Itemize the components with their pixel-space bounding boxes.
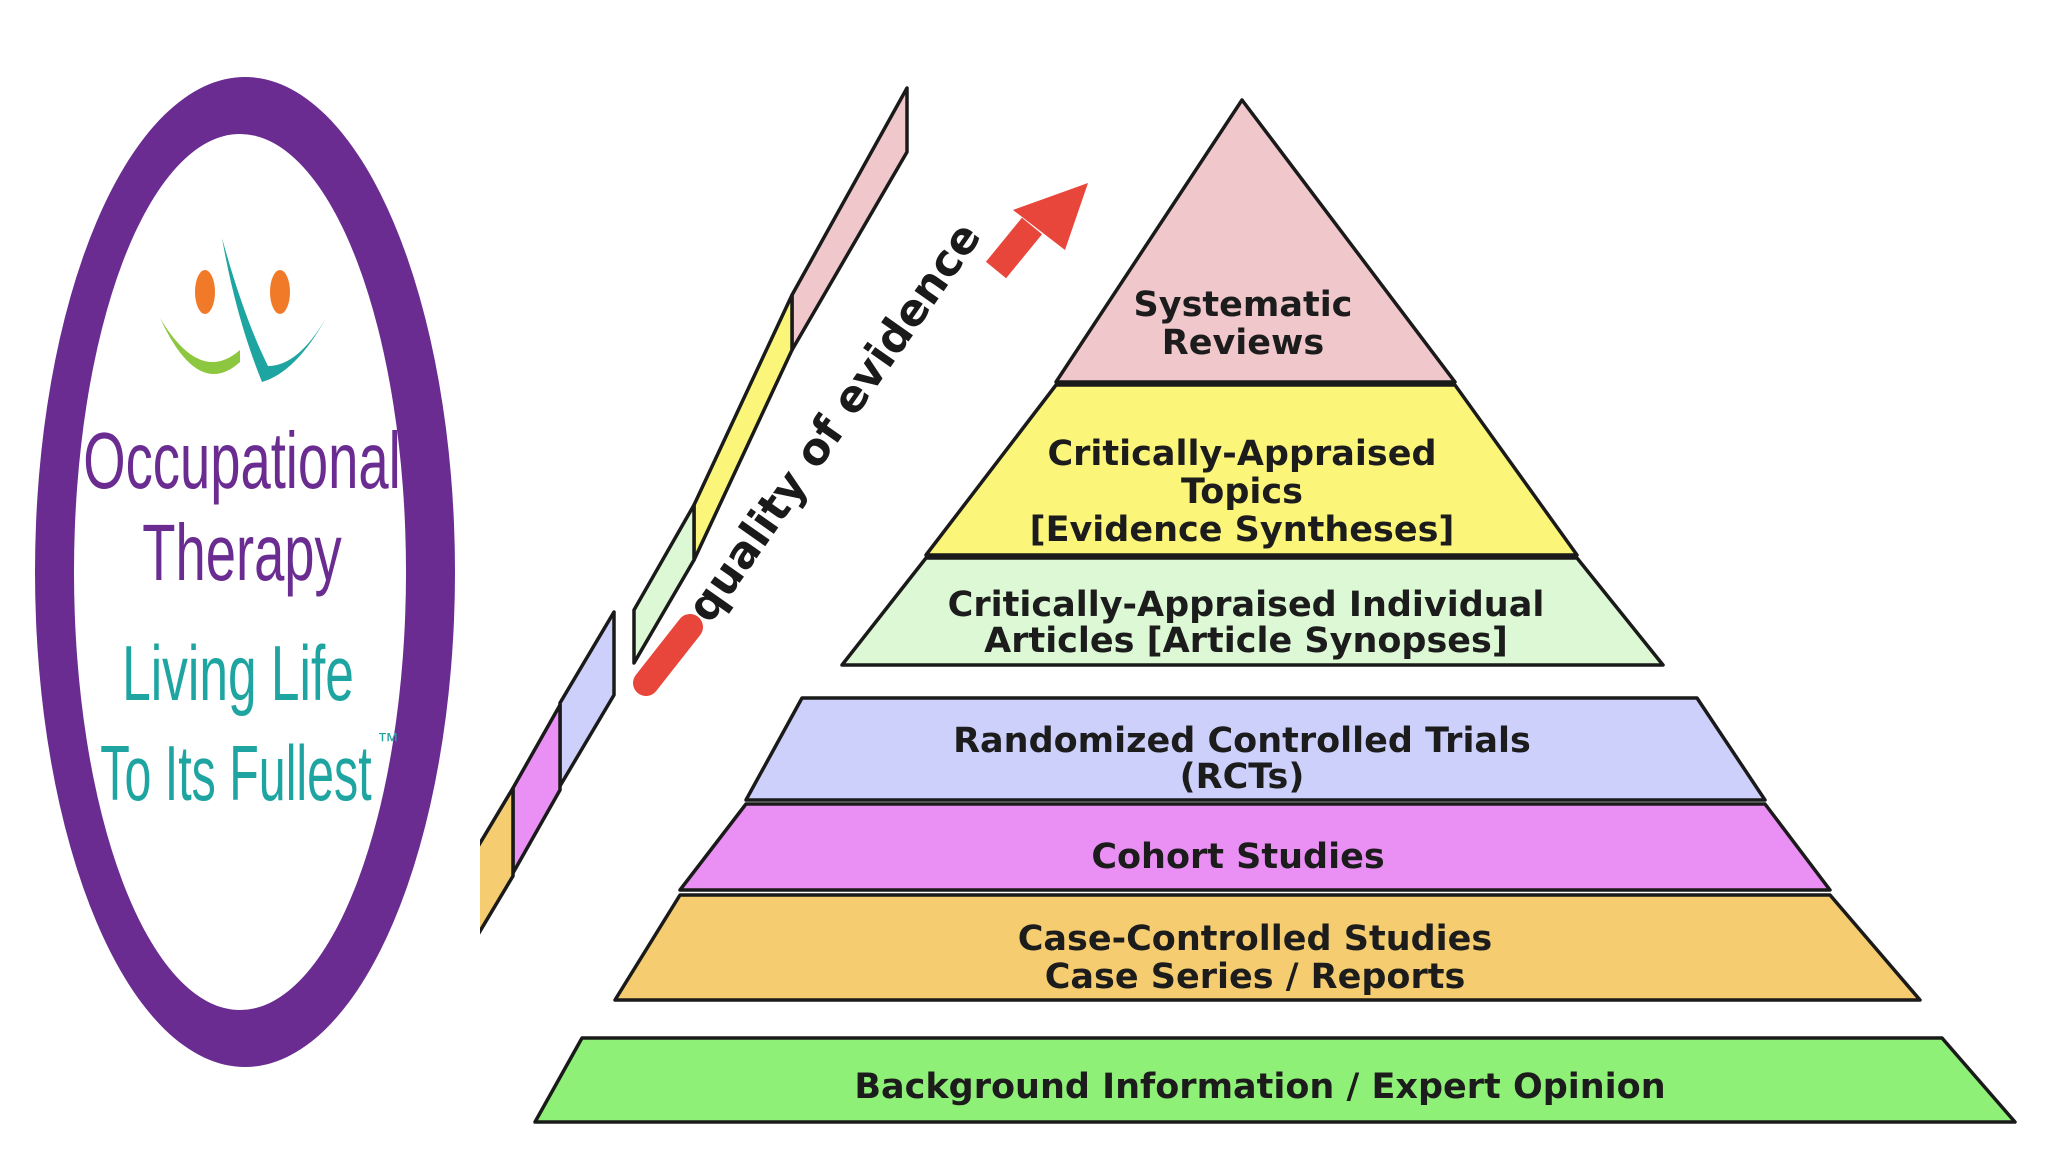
logo-inner-circle — [74, 134, 406, 1010]
systematic-label-line1: Systematic — [1134, 285, 1353, 325]
casecontrol-label-line1: Case-Controlled Studies — [1018, 919, 1493, 959]
evidence-pyramid-graphic: Systematic Reviews Critically-Appraised … — [393, 86, 2017, 1124]
logo-line-occupational: Occupational — [83, 417, 400, 506]
cat-label-line2: Topics — [1181, 472, 1303, 512]
casecontrol-side-face — [456, 786, 515, 970]
evidence-pyramid: Systematic Reviews Critically-Appraised … — [393, 0, 2048, 1152]
cai-front-face — [840, 556, 1665, 667]
logo-trademark: ™ — [377, 728, 399, 753]
two-figures-icon — [160, 238, 326, 382]
cai-label-line2: Articles [Article Synopses] — [984, 621, 1508, 661]
ot-logo-graphic: Occupational Therapy Living Life To Its … — [35, 77, 455, 1067]
cat-label-line3: [Evidence Syntheses] — [1030, 510, 1455, 550]
ot-logo: Occupational Therapy Living Life To Its … — [0, 0, 520, 1152]
casecontrol-front-face — [613, 893, 1922, 1002]
logo-line-therapy: Therapy — [142, 509, 342, 598]
logo-line-living-life: Living Life — [122, 630, 354, 717]
cat-label-line1: Critically-Appraised — [1047, 434, 1436, 474]
cat-front-face — [924, 383, 1579, 557]
rct-side-face — [558, 610, 616, 788]
systematic-label-line2: Reviews — [1162, 323, 1324, 363]
systematic-front-face — [1054, 98, 1457, 384]
rct-label-line1: Randomized Controlled Trials — [953, 721, 1531, 761]
axis-arrow-tail — [633, 614, 703, 696]
background-label: Background Information / Expert Opinion — [854, 1067, 1665, 1107]
cai-side-face — [632, 503, 696, 665]
cai-label-line1: Critically-Appraised Individual — [948, 585, 1545, 625]
cohort-label: Cohort Studies — [1091, 837, 1384, 877]
casecontrol-label-line2: Case Series / Reports — [1045, 957, 1466, 997]
cohort-front-face — [678, 802, 1832, 892]
axis-arrow-head — [1013, 183, 1088, 250]
cohort-side-face — [511, 703, 562, 875]
axis-arrow-shaft — [985, 217, 1043, 279]
rct-front-face — [744, 696, 1767, 802]
rct-label-line2: (RCTs) — [1180, 757, 1305, 797]
background-front-face — [533, 1036, 2017, 1124]
logo-line-to-its-fullest: To Its Fullest — [100, 729, 371, 817]
